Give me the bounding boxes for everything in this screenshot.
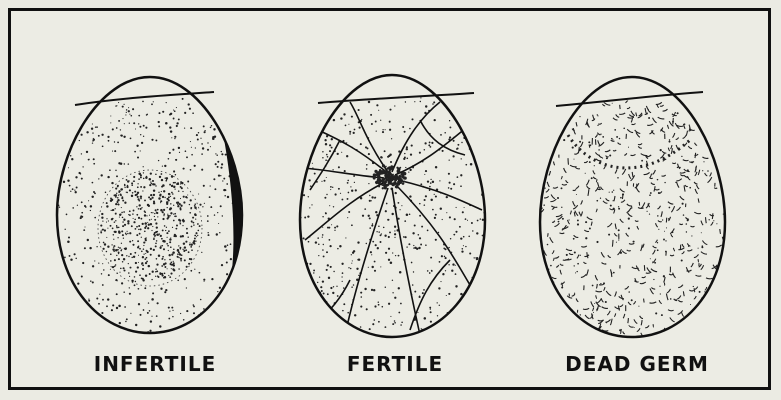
egg-dead-germ — [537, 60, 730, 353]
egg-fertile-speckles — [300, 87, 485, 351]
label-fertile: FERTILE — [347, 352, 443, 376]
egg-dead-germ-speckles — [537, 97, 724, 353]
egg-infertile-air-cell — [60, 60, 240, 105]
egg-fertile — [300, 60, 490, 352]
egg-fertile-air-cell — [300, 60, 490, 103]
egg-infertile — [57, 60, 243, 338]
label-infertile: INFERTILE — [94, 352, 217, 376]
label-dead-germ: DEAD GERM — [565, 352, 709, 376]
